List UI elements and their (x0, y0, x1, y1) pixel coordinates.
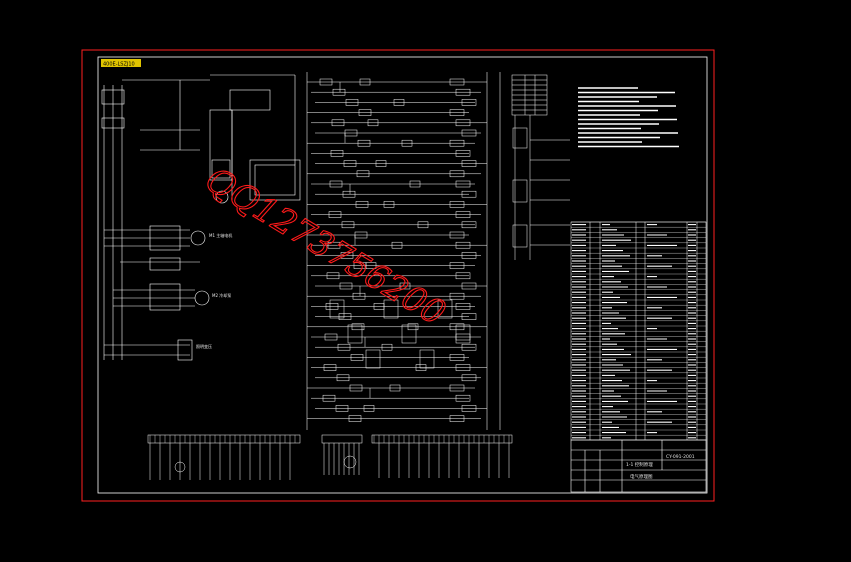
technical-notes (578, 87, 679, 148)
parts-list-table (570, 221, 707, 441)
drawing-tag-text: 400E-LSZJ10 (103, 62, 135, 68)
terminal-drops (149, 435, 510, 480)
motor-label-3: 照明变压 (196, 343, 212, 349)
watermark-text: QQ1273756200 (198, 159, 452, 333)
drawing-number: CY-091-2001 (666, 454, 695, 460)
terminal-strips (147, 434, 513, 473)
outer-frame (81, 49, 715, 502)
power-circuit (101, 74, 301, 361)
ladder-rungs (307, 78, 487, 422)
motor-label-1: M1 主轴电机 (209, 232, 232, 238)
relay-column (511, 74, 570, 260)
motor-label-2: M2 冷却泵 (212, 292, 231, 298)
title-row-b: 电气原理图 (630, 473, 653, 480)
title-block (570, 439, 707, 493)
control-ladder (306, 72, 501, 430)
drawing-tag: 400E-LSZJ10 (101, 59, 141, 68)
inner-border (97, 56, 708, 494)
parts-list-rows (571, 221, 706, 439)
title-row-a: 1-1 控制原理 (626, 461, 653, 468)
